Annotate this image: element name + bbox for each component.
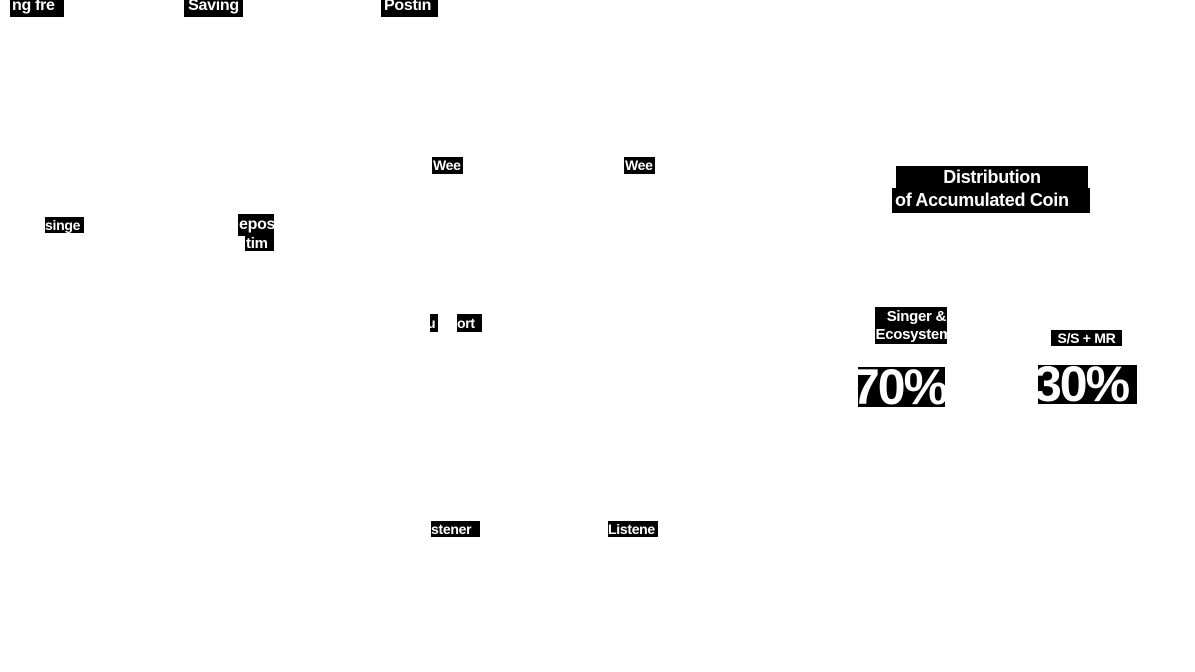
chip-listener-right-text: Listene (608, 521, 655, 537)
chip-singer-ecosystem-line-1: Singer & (886, 308, 947, 325)
chip-posting-text: Postin (384, 0, 432, 14)
title-distribution-line-1: Distribution (896, 166, 1088, 188)
value-ss-mr-percent: 30% (1038, 365, 1137, 404)
chip-listener-left: stener (431, 521, 480, 537)
chip-singer-ecosystem: Singer & Ecosystem (875, 307, 947, 344)
chip-singer-ecosystem-line-2: Ecosystem (875, 326, 947, 343)
chip-support-fragment-2: ort (457, 314, 482, 332)
chip-singer-fragment: singe (45, 217, 84, 233)
chip-weekly-right-text: Wee (625, 157, 653, 173)
chip-weekly-left: Wee (432, 157, 463, 174)
chip-listener-left-text: stener (431, 521, 472, 537)
title-distribution-line-2: of Accumulated Coin (892, 188, 1090, 213)
chip-weekly-right: Wee (624, 157, 655, 174)
chip-posting-free-text: ng fre (12, 0, 55, 14)
chip-support-fragment-1-text: u (430, 315, 436, 331)
value-singer-ecosystem-percent-text: 70% (858, 367, 945, 407)
chip-ss-mr-text: S/S + MR (1057, 330, 1116, 346)
title-distribution-line-2-text: of Accumulated Coin (895, 190, 1069, 210)
title-distribution-line-1-text: Distribution (943, 167, 1041, 187)
chip-listener-right: Listene (608, 521, 658, 537)
chip-deposit-line-2: tim (245, 236, 274, 251)
chip-saving-label: Saving (184, 0, 243, 17)
chip-support-fragment-2-text: ort (457, 315, 475, 331)
chip-singer-fragment-text: singe (45, 217, 81, 233)
chip-deposit-line-1: epos (238, 214, 274, 236)
chip-ss-mr: S/S + MR (1051, 330, 1122, 346)
chip-weekly-left-text: Wee (433, 157, 461, 173)
chip-deposit-line-1-text: epos (239, 216, 274, 233)
value-singer-ecosystem-percent: 70% (858, 367, 945, 407)
chip-deposit-line-2-text: tim (246, 236, 268, 251)
chip-saving-text: Saving (188, 0, 239, 14)
chip-posting-label: Postin (381, 0, 438, 17)
chip-support-fragment-1: u (430, 314, 438, 332)
chip-posting-free-label: ng fre (10, 0, 64, 17)
value-ss-mr-percent-text: 30% (1038, 365, 1130, 404)
